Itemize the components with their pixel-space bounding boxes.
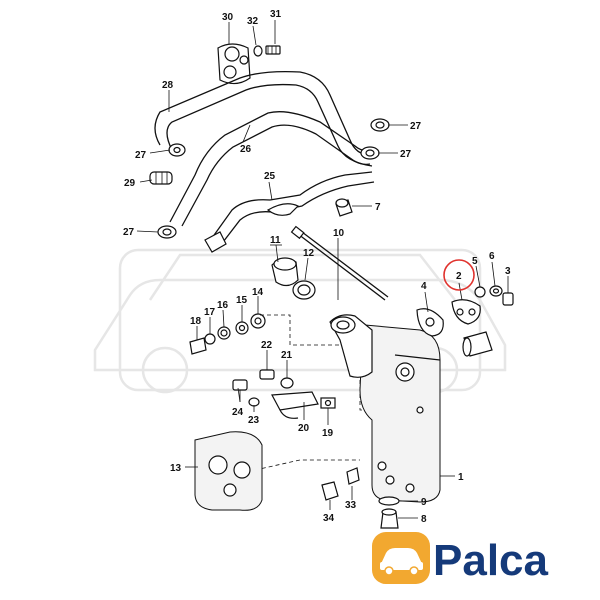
part-31-bolt <box>265 45 281 55</box>
callout-5: 5 <box>472 256 478 267</box>
callout-27-a: 27 <box>410 121 422 132</box>
car-logo-icon <box>372 532 430 584</box>
callout-28: 28 <box>162 80 174 91</box>
part-4-plate <box>416 308 444 337</box>
callout-34: 34 <box>323 513 335 524</box>
callout-23: 23 <box>248 415 260 426</box>
hose-end-fitting <box>204 231 227 253</box>
clamp-27-c <box>168 143 186 157</box>
clamp-27-b <box>360 146 380 160</box>
highlight-ring <box>443 259 475 291</box>
part-8-drain-plug <box>380 508 399 529</box>
callout-18: 18 <box>190 316 202 327</box>
dashed-guide-c <box>254 459 360 471</box>
callout-labels: 30 32 31 28 27 27 27 29 26 25 27 7 10 11… <box>123 9 511 525</box>
callout-15: 15 <box>236 295 248 306</box>
part-15-washer <box>235 321 249 335</box>
part-33-bolt <box>346 467 360 485</box>
part-19-clip <box>320 397 336 409</box>
part-29-connector <box>149 171 173 185</box>
callout-27-d: 27 <box>123 227 135 238</box>
part-18-bolt <box>189 337 207 355</box>
callout-8: 8 <box>421 514 427 525</box>
hose-28 <box>154 70 373 167</box>
part-20-bracket <box>271 391 319 419</box>
callout-33: 33 <box>345 500 357 511</box>
part-34-bolt <box>321 481 339 501</box>
callout-13: 13 <box>170 463 182 474</box>
part-1-oil-tank <box>329 314 441 503</box>
part-16-washer <box>217 326 231 340</box>
callout-22: 22 <box>261 340 273 351</box>
callout-27-b: 27 <box>400 149 412 160</box>
callout-29: 29 <box>124 178 136 189</box>
callout-3: 3 <box>505 266 511 277</box>
part-7-plug <box>335 198 353 217</box>
callout-32: 32 <box>247 16 259 27</box>
hose-26 <box>169 111 371 227</box>
callout-4: 4 <box>421 281 427 292</box>
clamp-27-d <box>157 225 177 239</box>
callout-26: 26 <box>240 144 252 155</box>
callout-2: 2 <box>456 271 462 282</box>
callout-25: 25 <box>264 171 276 182</box>
callout-6: 6 <box>489 251 495 262</box>
callout-12: 12 <box>303 248 315 259</box>
part-9-washer <box>378 496 400 506</box>
part-22-bolt <box>259 369 275 380</box>
callout-19: 19 <box>322 428 334 439</box>
callout-16: 16 <box>217 300 229 311</box>
part-14-nut <box>250 313 266 329</box>
hose-25 <box>211 171 375 247</box>
part-3-bolt <box>502 292 514 306</box>
part-10-dipstick <box>290 225 389 301</box>
dashed-guide-a <box>260 314 340 346</box>
callout-20: 20 <box>298 423 310 434</box>
part-21-nut <box>280 377 294 389</box>
part-12-seal <box>292 280 316 300</box>
part-11-cap <box>271 257 299 287</box>
callout-24: 24 <box>232 407 244 418</box>
part-23-washer <box>248 397 260 407</box>
part-13-gasket <box>194 431 263 511</box>
callout-21: 21 <box>281 350 293 361</box>
callout-14: 14 <box>252 287 264 298</box>
part-17-spacer <box>204 333 216 345</box>
palca-logo-text: Palca <box>433 536 549 585</box>
part-2-sleeve <box>462 331 493 357</box>
palca-logo: Palca <box>372 532 549 585</box>
callout-11: 11 <box>270 235 281 246</box>
part-6-nut <box>489 285 503 297</box>
clamp-27-a <box>370 118 390 132</box>
callout-30: 30 <box>222 12 234 23</box>
callout-17: 17 <box>204 307 216 318</box>
callout-31: 31 <box>270 9 282 20</box>
callout-10: 10 <box>333 228 345 239</box>
part-5-washer <box>474 286 486 298</box>
part-2-flange <box>451 299 481 325</box>
callout-9: 9 <box>421 497 427 508</box>
part-32-washer <box>253 45 263 57</box>
leader-lines <box>136 20 509 519</box>
callout-1: 1 <box>458 472 464 483</box>
callout-7: 7 <box>375 202 381 213</box>
callout-27-c: 27 <box>135 150 147 161</box>
part-30-bracket <box>217 43 251 85</box>
